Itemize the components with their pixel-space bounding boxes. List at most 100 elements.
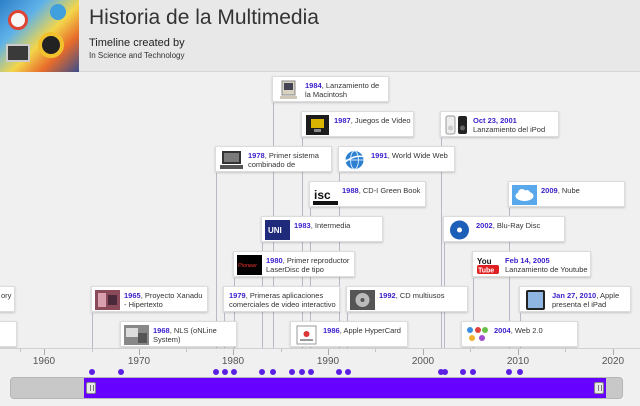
event-date: 1987 [334, 116, 351, 125]
event-card-hypercard[interactable]: 1986, Apple HyperCard [290, 321, 408, 347]
timeline-scrollbar[interactable] [10, 377, 623, 399]
event-card-partial-left[interactable]: ory [0, 286, 15, 312]
scroll-handle-left[interactable] [86, 382, 96, 394]
event-text: , CD-I Green Book [358, 186, 421, 195]
cd-drive-icon [350, 290, 375, 310]
scrollbar-window[interactable] [84, 378, 606, 398]
scroll-handle-right[interactable] [594, 382, 604, 394]
event-marker[interactable] [517, 369, 523, 375]
event-date: 1991 [371, 151, 388, 160]
event-text: Lanzamiento del iPod [473, 125, 546, 134]
nls-photo-icon [124, 325, 149, 345]
event-text: , Web 2.0 [510, 326, 543, 335]
timeline-axis[interactable]: 1960 1970 1980 1990 2000 2010 2020 [0, 348, 640, 375]
event-stem [509, 208, 510, 348]
video-game-screen-icon [305, 115, 330, 135]
axis-label-2020: 2020 [601, 356, 625, 367]
event-card-cloud[interactable]: 2009, Nube [508, 181, 625, 207]
event-date: Jan 27, 2010 [552, 291, 597, 300]
vintage-computer-icon [219, 150, 244, 170]
event-date: 2009 [541, 186, 558, 195]
event-date: 1979 [229, 291, 246, 300]
event-text: , Nube [557, 186, 580, 195]
event-date: 1986 [323, 326, 340, 335]
timeline-events-area[interactable]: 1984, Lanzamiento de la Macintosh 1987, … [0, 73, 640, 348]
event-card-nls[interactable]: 1968, NLS (oNLine System) [120, 321, 237, 347]
intermedia-logo-icon: UNI [265, 220, 290, 240]
event-marker[interactable] [506, 369, 512, 375]
event-marker[interactable] [231, 369, 237, 375]
event-date: 1984 [305, 81, 322, 90]
event-text: , NLS (oNLine System) [153, 326, 217, 344]
xanadu-thumbnail-icon [95, 290, 120, 310]
event-card-macintosh[interactable]: 1984, Lanzamiento de la Macintosh [272, 76, 389, 102]
event-card-intermedia[interactable]: UNI 1983, Intermedia [261, 216, 383, 242]
cd-interactive-logo-icon: isc [313, 185, 338, 205]
svg-text:isc: isc [314, 188, 331, 202]
event-text: , Intermedia [310, 221, 351, 230]
event-date: 2002 [476, 221, 493, 230]
ipod-icon [444, 115, 469, 135]
event-marker[interactable] [442, 369, 448, 375]
event-stem [216, 173, 217, 348]
axis-label-1990: 1990 [316, 356, 340, 367]
event-marker[interactable] [259, 369, 265, 375]
created-by-label: Timeline created by [89, 37, 185, 49]
event-text: , Lanzamiento de la Macintosh [305, 81, 380, 99]
blu-ray-disc-icon [447, 220, 472, 240]
event-date: 1980 [266, 256, 283, 265]
event-card-interactive-video[interactable]: 1979, Primeras aplicaciones comerciales … [223, 286, 340, 312]
globe-icon [342, 150, 367, 170]
event-marker[interactable] [89, 369, 95, 375]
event-card-laserdisc[interactable]: Pioneer 1980, Primer reproductor LaserDi… [233, 251, 355, 277]
event-stem [441, 138, 442, 348]
timeline-cover-image [0, 0, 79, 72]
event-text: , Proyecto Xanadu - Hipertexto [124, 291, 203, 309]
event-marker[interactable] [270, 369, 276, 375]
svg-text:You: You [477, 257, 492, 266]
event-card-cdi-green-book[interactable]: isc 1988, CD-I Green Book [309, 181, 426, 207]
event-marker[interactable] [299, 369, 305, 375]
event-stem [473, 278, 474, 348]
event-card-partial-left[interactable] [0, 321, 17, 347]
event-card-ipad[interactable]: Jan 27, 2010, Apple presenta el iPad [519, 286, 631, 312]
event-stem [302, 138, 303, 348]
event-marker[interactable] [308, 369, 314, 375]
event-card-cd-multiusos[interactable]: 1992, CD multiusos [346, 286, 468, 312]
event-date: 1978 [248, 151, 265, 160]
event-marker[interactable] [438, 369, 444, 375]
event-card-world-wide-web[interactable]: 1991, World Wide Web [338, 146, 455, 172]
event-marker[interactable] [289, 369, 295, 375]
event-date: 1992 [379, 291, 396, 300]
svg-text:Pioneer: Pioneer [238, 263, 258, 269]
svg-text:UNI: UNI [268, 226, 282, 235]
event-date: 1988 [342, 186, 359, 195]
hypercard-icon [294, 325, 319, 345]
event-text: , Juegos de Video [350, 116, 411, 125]
event-marker[interactable] [470, 369, 476, 375]
event-card-xanadu[interactable]: 1965, Proyecto Xanadu - Hipertexto [91, 286, 208, 312]
event-marker[interactable] [118, 369, 124, 375]
timeline-author[interactable]: In Science and Technology [89, 51, 185, 60]
event-card-blu-ray[interactable]: 2002, Blu-Ray Disc [443, 216, 565, 242]
event-marker[interactable] [336, 369, 342, 375]
event-stem [234, 278, 235, 348]
event-date: 1983 [294, 221, 311, 230]
event-text: , World Wide Web [387, 151, 448, 160]
event-text: , Primer reproductor LaserDisc de tipo [266, 256, 350, 274]
event-marker[interactable] [213, 369, 219, 375]
event-text: Lanzamiento de Youtube [505, 265, 588, 274]
event-card-video-games[interactable]: 1987, Juegos de Video [301, 111, 414, 137]
web2-logos-icon [465, 325, 490, 345]
event-marker[interactable] [345, 369, 351, 375]
event-card-first-system[interactable]: 1978, Primer sistema combinado de [215, 146, 332, 172]
event-text: , Primer sistema combinado de [248, 151, 319, 169]
event-text: , Blu-Ray Disc [492, 221, 541, 230]
event-card-web-2[interactable]: 2004, Web 2.0 [461, 321, 578, 347]
event-date: 2004 [494, 326, 511, 335]
event-text: , Apple HyperCard [339, 326, 401, 335]
event-marker[interactable] [222, 369, 228, 375]
event-marker[interactable] [460, 369, 466, 375]
